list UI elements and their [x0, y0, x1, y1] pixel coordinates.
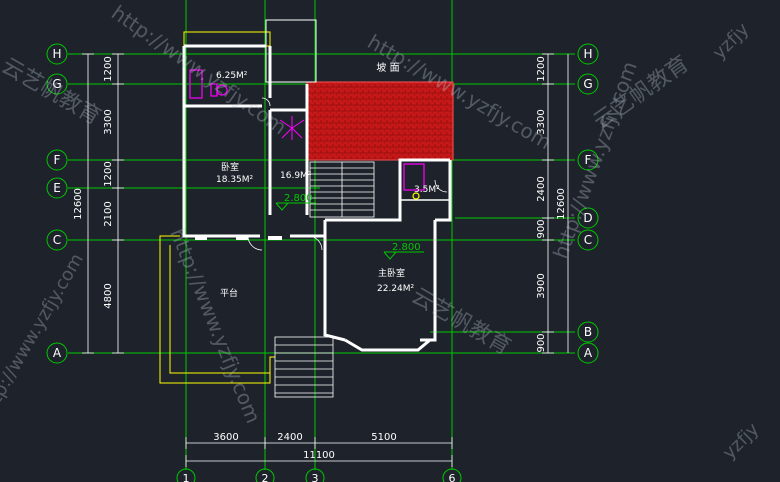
bottom-axis-bubbles — [176, 468, 462, 482]
dim-right-5: 3900 — [536, 273, 547, 298]
roof-label: 坡 面 — [376, 61, 399, 74]
dim-bottom-1: 3600 — [213, 432, 238, 443]
hall-area-label: 16.9M² — [280, 171, 312, 181]
axis-label-right-c: C — [584, 233, 592, 247]
watermark-url-1: http://www.yzfjy.com — [165, 225, 265, 427]
dim-bottom-total: 11100 — [303, 450, 335, 461]
watermark-url-5: http://www.yzfjy.com — [0, 250, 88, 423]
exterior-stairs — [274, 336, 334, 398]
axis-label-right-f: F — [585, 153, 592, 167]
bath2-area-label: 3.5M² — [414, 185, 440, 195]
wall-openings — [195, 236, 282, 240]
axis-label-right-h: H — [583, 47, 592, 61]
right-dimension-lines — [542, 53, 569, 354]
bottom-dimension-lines — [185, 437, 453, 467]
plant-icon — [279, 116, 305, 140]
right-axis-bubbles — [577, 43, 599, 364]
level-label-2: 2.800 — [392, 242, 421, 253]
left-dimension-lines — [82, 53, 124, 354]
left-axis-bubbles — [46, 43, 68, 364]
dim-right-3: 2400 — [536, 176, 547, 201]
watermark-brand-3: 云艺帆教育 — [589, 51, 693, 135]
staircase — [309, 161, 375, 218]
dim-right-6: 900 — [536, 333, 547, 352]
axis-label-left-f: F — [54, 153, 61, 167]
axis-label-bottom-3: 3 — [312, 472, 319, 482]
level-markers — [275, 202, 424, 260]
axis-label-left-c: C — [53, 233, 61, 247]
dim-right-4: 900 — [536, 219, 547, 238]
watermark-corner-1: yzfjy — [709, 19, 754, 64]
axis-label-left-a: A — [53, 346, 62, 360]
roof-slope — [306, 81, 454, 161]
terrace-name-label: 平台 — [220, 287, 238, 299]
walls — [182, 44, 452, 352]
bath-area-label: 6.25M² — [216, 71, 248, 81]
watermark-brand-2: 云艺帆教育 — [0, 54, 105, 131]
axis-label-right-g: G — [583, 77, 592, 91]
dim-right-1: 1200 — [536, 56, 547, 81]
dim-left-4: 2100 — [103, 201, 114, 226]
bedroom-name-label: 卧室 — [221, 161, 239, 173]
chimney-outline — [265, 19, 317, 83]
dim-left-1: 1200 — [103, 56, 114, 81]
axis-label-left-h: H — [52, 47, 61, 61]
watermark-corner-2: yzfjy — [719, 419, 764, 464]
axis-label-left-e: E — [53, 181, 61, 195]
dim-bottom-2: 2400 — [277, 432, 302, 443]
watermark-url-3: http://www.yzfjy.com — [107, 0, 291, 139]
dim-right-2: 3300 — [536, 109, 547, 134]
bedroom-area-label: 18.35M² — [216, 175, 254, 185]
axis-label-right-d: D — [583, 211, 592, 225]
axis-label-right-a: A — [584, 346, 593, 360]
axis-label-right-b: B — [584, 325, 592, 339]
dim-left-total: 12600 — [73, 188, 84, 220]
axis-label-bottom-6: 6 — [449, 472, 456, 482]
axis-label-left-g: G — [52, 77, 61, 91]
dim-right-total: 12600 — [556, 188, 567, 220]
axis-label-bottom-2: 2 — [262, 472, 269, 482]
door-swings — [247, 97, 448, 251]
axis-label-bottom-1: 1 — [183, 472, 190, 482]
dim-left-2: 3300 — [103, 109, 114, 134]
dim-left-3: 1200 — [103, 161, 114, 186]
dim-bottom-3: 5100 — [371, 432, 396, 443]
dim-left-5: 4800 — [103, 283, 114, 308]
master-name-label: 主卧室 — [378, 267, 405, 279]
level-label-1: 2.800 — [284, 193, 313, 204]
master-area-label: 22.24M² — [377, 284, 415, 294]
watermark-brand-1: 云艺帆教育 — [407, 284, 515, 361]
bathroom-fixtures — [189, 69, 425, 200]
